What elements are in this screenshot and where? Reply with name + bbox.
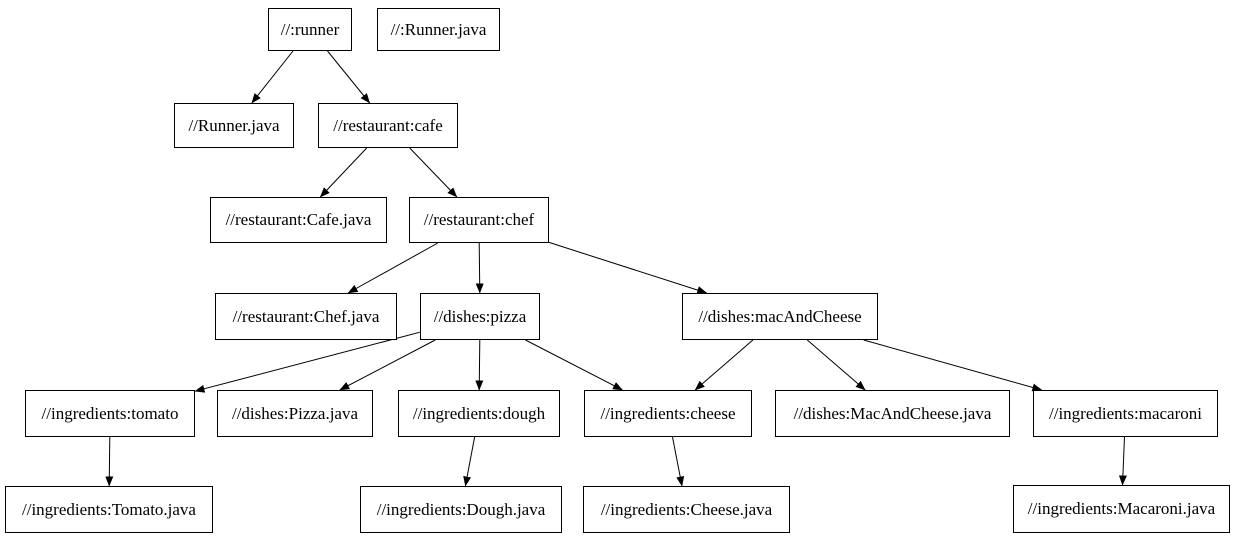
graph-node-macandcheese: //dishes:macAndCheese	[682, 293, 878, 340]
graph-edge-cheese-to-cheese-java	[672, 436, 685, 487]
graph-node-chef-java: //restaurant:Chef.java	[215, 293, 397, 340]
graph-edge-macandcheese-to-macandcheese-java	[806, 339, 866, 391]
graph-node-dough-java: //ingredients:Dough.java	[360, 486, 562, 533]
graph-edge-runner-to-cafe	[327, 50, 371, 104]
graph-node-dough: //ingredients:dough	[398, 390, 560, 437]
graph-node-chef: //restaurant:chef	[409, 197, 549, 243]
graph-edge-macandcheese-to-cheese	[694, 339, 754, 391]
graph-node-macandcheese-java: //dishes:MacAndCheese.java	[775, 390, 1010, 437]
graph-edge-cafe-to-cafe-java	[319, 147, 368, 198]
graph-edge-chef-to-macandcheese	[548, 241, 708, 294]
graph-node-cheese: //ingredients:cheese	[584, 390, 752, 437]
graph-node-tomato: //ingredients:tomato	[25, 390, 195, 437]
graph-node-pizza: //dishes:pizza	[420, 293, 540, 340]
graph-edge-pizza-to-tomato	[194, 331, 421, 393]
graph-edge-macandcheese-to-macaroni	[863, 339, 1043, 392]
graph-edge-pizza-to-cheese	[525, 339, 623, 391]
graph-edge-dough-to-dough-java	[463, 436, 476, 487]
graph-node-runner: //:runner	[268, 8, 352, 51]
graph-edge-cafe-to-chef	[409, 147, 458, 198]
graph-node-macaroni-java: //ingredients:Macaroni.java	[1013, 485, 1230, 533]
graph-edge-tomato-to-tomato-java	[105, 436, 114, 487]
graph-node-cheese-java: //ingredients:Cheese.java	[583, 486, 790, 533]
graph-edge-chef-to-chef-java	[347, 242, 439, 294]
graph-edge-runner-to-runner-java	[251, 50, 294, 104]
graph-node-macaroni: //ingredients:macaroni	[1033, 390, 1218, 437]
graph-node-runner-java-root: //:Runner.java	[377, 8, 500, 51]
graph-edge-pizza-to-dough	[475, 339, 484, 391]
graph-node-tomato-java: //ingredients:Tomato.java	[5, 486, 213, 533]
graph-node-cafe: //restaurant:cafe	[318, 103, 458, 148]
graph-node-runner-java: //Runner.java	[174, 103, 294, 148]
graph-edge-macaroni-to-macaroni-java	[1118, 436, 1127, 486]
graph-edge-chef-to-pizza	[475, 242, 484, 294]
graph-node-cafe-java: //restaurant:Cafe.java	[210, 197, 387, 243]
graph-node-pizza-java: //dishes:Pizza.java	[217, 390, 373, 437]
graph-edge-pizza-to-pizza-java	[339, 339, 436, 391]
